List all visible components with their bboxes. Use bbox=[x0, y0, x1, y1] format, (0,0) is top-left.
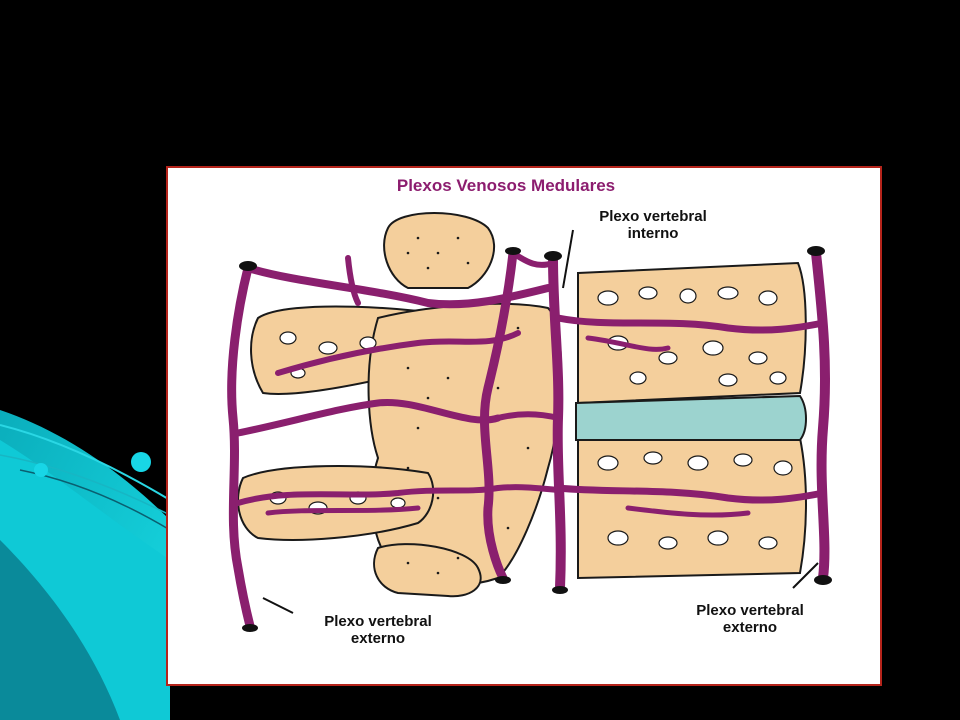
pointer-internal bbox=[562, 229, 574, 289]
label-internal-plexus: Plexo vertebral interno bbox=[563, 208, 743, 242]
label-internal-plexus-line1: Plexo vertebral bbox=[599, 208, 707, 225]
label-external-plexus-left-line2: externo bbox=[350, 630, 406, 647]
label-external-plexus-left-line1: Plexo vertebral bbox=[324, 613, 432, 630]
label-external-plexus-right-line2: externo bbox=[722, 619, 778, 636]
label-external-plexus-right-line1: Plexo vertebral bbox=[696, 602, 804, 619]
decorative-dot-icon bbox=[131, 452, 151, 472]
spinal-venous-plexus-illustration bbox=[227, 212, 832, 632]
transverse-process-lower bbox=[237, 465, 435, 541]
pointer-external-right bbox=[792, 562, 819, 589]
spinous-process-top bbox=[383, 212, 495, 289]
label-internal-plexus-line2: interno bbox=[627, 225, 679, 242]
pointer-external-left bbox=[262, 597, 294, 614]
figure-title: Plexos Venosos Medulares bbox=[396, 176, 616, 195]
intervertebral-disc bbox=[575, 394, 807, 441]
decorative-dot-icon bbox=[34, 463, 48, 477]
spinous-process-bottom bbox=[373, 543, 482, 598]
figure-frame: Plexos Venosos Medulares Plexo vertebral… bbox=[166, 166, 882, 686]
vertebral-body-lower bbox=[577, 437, 807, 580]
label-external-plexus-left: Plexo vertebral externo bbox=[288, 613, 468, 647]
label-external-plexus-right: Plexo vertebral externo bbox=[660, 602, 840, 636]
